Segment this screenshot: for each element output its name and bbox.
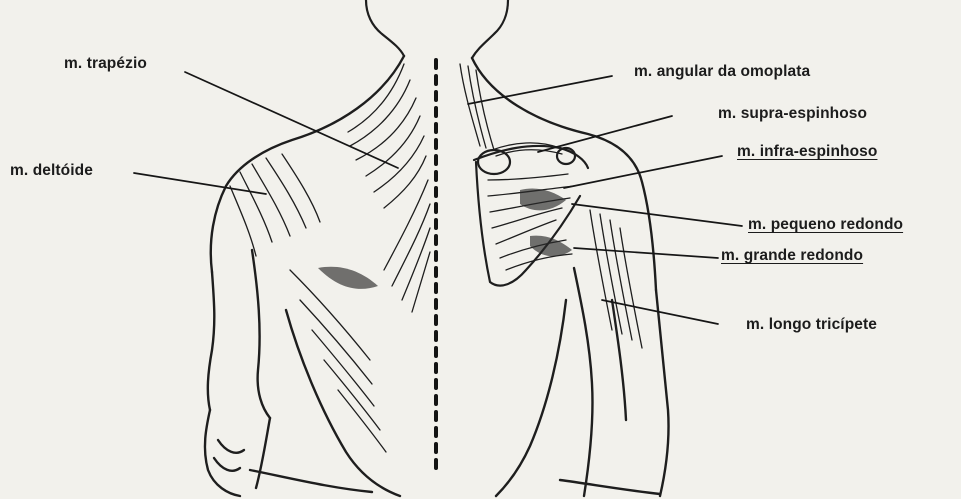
label-grande: m. grande redondo — [721, 247, 863, 265]
leader-angular — [468, 76, 612, 104]
leader-pequeno — [572, 204, 742, 226]
leader-grande — [574, 248, 718, 258]
label-deltoide: m. deltóide — [10, 162, 93, 180]
leader-supra — [538, 116, 672, 152]
label-infra: m. infra-espinhoso — [737, 143, 877, 161]
neck-outline — [366, 0, 508, 58]
label-supra: m. supra-espinhoso — [718, 105, 867, 123]
label-pequeno: m. pequeno redondo — [748, 216, 903, 234]
label-triceps: m. longo tricípete — [746, 316, 877, 334]
label-angular: m. angular da omoplata — [634, 63, 810, 81]
shading — [318, 188, 572, 288]
label-trapezio: m. trapézio — [64, 55, 147, 73]
